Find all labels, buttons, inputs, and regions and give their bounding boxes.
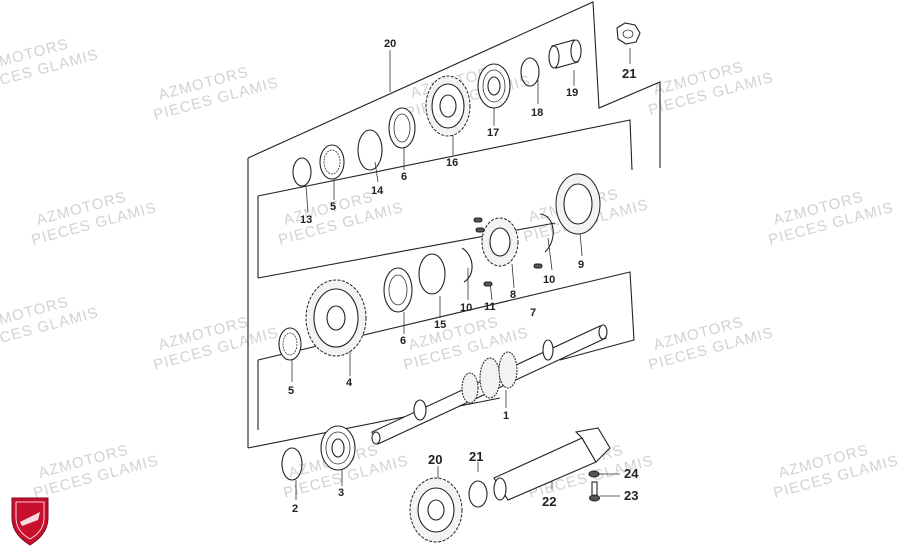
main-shaft-1 — [371, 324, 608, 445]
part-labels: 20 21 19 18 17 16 6 14 5 13 9 10 8 11 10… — [288, 38, 639, 515]
watermark: AZMOTORS PIECES GLAMIS — [767, 188, 896, 248]
circlip-10-left — [461, 247, 473, 283]
washer-24 — [588, 470, 600, 478]
watermark: AZMOTORS PIECES GLAMIS — [647, 58, 776, 118]
watermark: AZMOTORS PIECES GLAMIS — [647, 313, 776, 373]
collar-6-upper — [388, 107, 416, 149]
label-19: 21 — [622, 66, 636, 81]
label-5-upper: 5 — [330, 201, 336, 213]
bearing-15 — [477, 63, 511, 109]
needle-bearing-5-upper — [319, 144, 345, 180]
ring-13-middle — [418, 253, 446, 295]
leader-12 — [305, 185, 309, 213]
label-22: 22 — [542, 494, 556, 509]
watermark: AZMOTORS PIECES GLAMIS — [772, 441, 901, 501]
circlip-12 — [292, 157, 312, 187]
leader-13a — [374, 161, 379, 183]
gear-20 — [409, 477, 463, 543]
bolt-23 — [589, 481, 600, 502]
label-11: 11 — [484, 301, 496, 313]
watermark: AZMOTORS PIECES GLAMIS — [152, 63, 281, 123]
label-3: 3 — [338, 487, 344, 499]
leader-10b — [547, 237, 553, 271]
label-14: 16 — [446, 157, 458, 169]
bracket-middle-top — [257, 119, 633, 197]
gear-14 — [425, 75, 471, 137]
sleeve-17 — [548, 39, 582, 69]
label-8: 8 — [510, 289, 516, 301]
label-15: 17 — [487, 127, 499, 139]
label-13-upper: 14 — [371, 185, 384, 197]
shaft-22 — [493, 427, 611, 501]
nut-19 — [616, 22, 641, 45]
circlip-10-right — [539, 213, 554, 253]
label-16: 18 — [531, 107, 543, 119]
label-5-lower: 5 — [288, 385, 294, 397]
bracket-lower — [257, 271, 635, 361]
watermark: AZMOTORS PIECES GLAMIS — [30, 188, 159, 248]
circlip-2 — [281, 447, 303, 481]
watermark: AZMOTORS PIECES GLAMIS — [0, 35, 101, 95]
label-10-right: 10 — [543, 274, 555, 286]
label-20: 20 — [428, 452, 442, 467]
label-9: 9 — [578, 259, 584, 271]
leader-9 — [579, 231, 583, 257]
label-13-middle: 15 — [434, 319, 446, 331]
watermark: AZMOTORS PIECES GLAMIS — [152, 313, 281, 373]
bracket-18 — [247, 1, 661, 168]
label-6-upper: 6 — [401, 171, 407, 183]
parts-layer — [278, 22, 641, 543]
washer-21 — [468, 480, 488, 508]
label-17: 19 — [566, 87, 578, 99]
label-1: 1 — [503, 410, 509, 422]
watermark: AZMOTORS PIECES GLAMIS — [32, 441, 161, 501]
label-2: 2 — [292, 503, 298, 515]
label-24: 24 — [624, 466, 639, 481]
gear-8 — [481, 217, 519, 267]
pins-11 — [473, 217, 543, 287]
label-18: 20 — [384, 38, 396, 50]
watermark: AZMOTORS PIECES GLAMIS — [0, 293, 101, 353]
label-23: 23 — [624, 488, 638, 503]
bearing-3 — [320, 425, 356, 471]
needle-bearing-5-lower — [278, 327, 302, 361]
label-4: 4 — [346, 377, 353, 389]
circlip-16 — [520, 57, 540, 87]
label-7: 7 — [530, 307, 536, 319]
collar-6-middle — [383, 267, 413, 313]
leader-8 — [511, 263, 515, 289]
label-12: 13 — [300, 214, 312, 226]
azmotors-logo — [11, 497, 49, 546]
dog-ring-9 — [555, 173, 601, 235]
watermark: AZMOTORS PIECES GLAMIS — [277, 188, 406, 248]
ring-13-upper — [357, 129, 383, 171]
label-21: 21 — [469, 449, 483, 464]
label-6-middle: 6 — [400, 335, 406, 347]
label-10-left: 10 — [460, 302, 472, 314]
gear-4 — [305, 279, 367, 357]
assembly-outlines — [247, 1, 661, 500]
